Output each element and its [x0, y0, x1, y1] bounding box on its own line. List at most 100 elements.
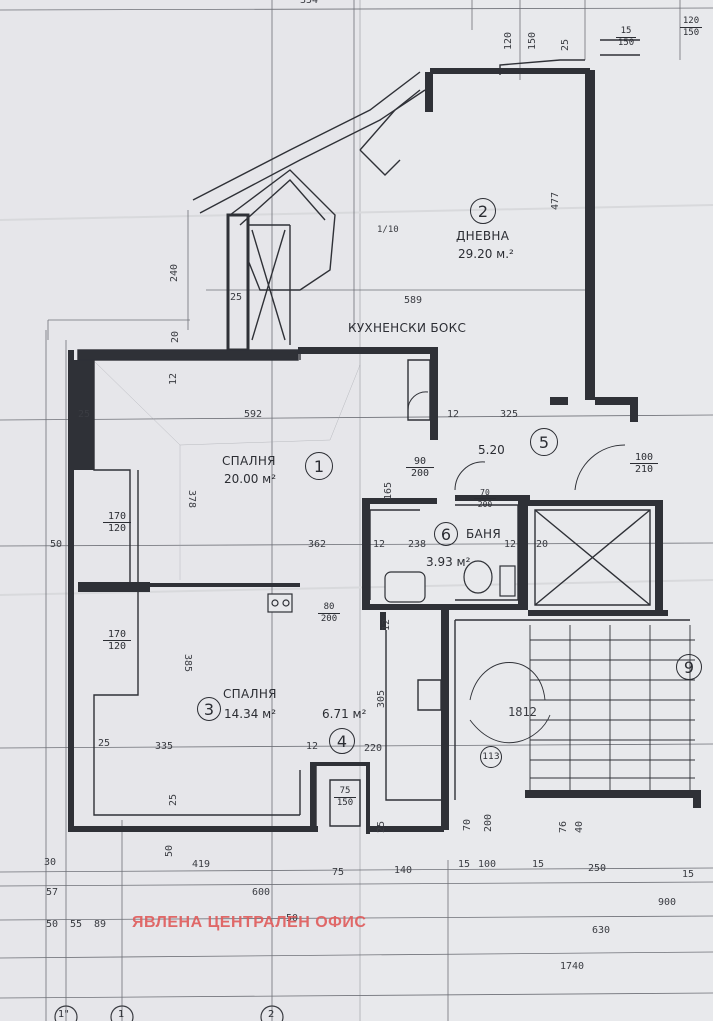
- room-number-6: 6: [434, 522, 458, 546]
- window-size-9-bottom: 150: [617, 38, 635, 48]
- dim-100-b: 100: [478, 859, 497, 870]
- door-size-7-top: 80: [318, 602, 340, 614]
- dim-250: 250: [588, 863, 607, 874]
- dim-325: 325: [500, 409, 519, 420]
- door-size-3-top: 90: [406, 456, 434, 468]
- door-size-4: 100 210: [630, 452, 658, 475]
- room-area-living: 29.20 м.²: [458, 247, 514, 261]
- dim-30: 30: [44, 857, 57, 868]
- door-size-5: 70 200: [474, 487, 496, 510]
- window-size-2-bottom: 120: [107, 641, 127, 652]
- room-area-bath: 3.93 м²: [426, 555, 471, 569]
- window-size-6-top: 75: [334, 786, 356, 798]
- room-area-corridor-5: 5.20: [478, 443, 505, 457]
- dim-385: 385: [182, 653, 194, 673]
- room-name-bedroom-3: СПАЛНЯ: [223, 687, 277, 701]
- dim-362: 362: [308, 539, 327, 550]
- dim-12-b: 12: [447, 409, 460, 420]
- dim-55: 55: [70, 919, 83, 930]
- dim-76: 76: [558, 820, 570, 834]
- window-size-1-bottom: 120: [107, 523, 127, 534]
- door-size-4-top: 100: [630, 452, 658, 464]
- window-size-2: 170 120: [103, 629, 131, 652]
- agency-watermark: ЯВЛЕНА ЦЕНТРАЛЕН ОФИС: [132, 914, 367, 931]
- room-number-1: 1: [305, 452, 333, 480]
- dim-50-b: 50: [46, 919, 59, 930]
- dim-220: 220: [364, 743, 383, 754]
- dim-15-d: 15: [682, 869, 695, 880]
- room-number-3: 3: [197, 697, 221, 721]
- dim-354: 354: [300, 0, 319, 6]
- dim-120-vertical: 120: [503, 31, 515, 51]
- window-size-9-top: 15: [616, 26, 636, 38]
- dim-89: 89: [94, 919, 107, 930]
- dim-12-a: 12: [168, 372, 180, 386]
- dim-25-d: 25: [168, 793, 180, 807]
- dim-378: 378: [186, 489, 198, 509]
- dim-240: 240: [169, 263, 181, 283]
- dim-25-a: 25: [230, 292, 243, 303]
- door-size-7: 80 200: [318, 602, 340, 625]
- dim-15-b: 15: [458, 859, 471, 870]
- kitchen-box-label: КУХНЕНСКИ БОКС: [348, 321, 467, 335]
- dim-477: 477: [550, 191, 562, 211]
- door-size-7-bottom: 200: [320, 614, 338, 624]
- dim-900: 900: [658, 897, 677, 908]
- room-area-bedroom-1: 20.00 м²: [224, 472, 277, 486]
- axis-label-1: 1: [118, 1009, 125, 1020]
- room-area-bedroom-3: 14.34 м²: [224, 707, 277, 721]
- dim-50: 50: [50, 539, 63, 550]
- dim-150-vertical: 150: [527, 31, 539, 51]
- window-size-8: 120 150: [680, 16, 702, 39]
- door-size-3-bottom: 200: [410, 468, 430, 479]
- dim-25-b: 25: [78, 409, 91, 420]
- door-size-4-bottom: 210: [634, 464, 654, 475]
- dim-75: 75: [332, 867, 345, 878]
- dim-335: 335: [155, 741, 174, 752]
- dim-589: 589: [404, 295, 423, 306]
- window-size-1: 170 120: [103, 511, 131, 534]
- dim-305: 305: [376, 689, 388, 709]
- dim-57: 57: [46, 887, 59, 898]
- room-number-9: 9: [676, 654, 702, 680]
- window-size-1-top: 170: [103, 511, 131, 523]
- dim-40: 40: [574, 820, 586, 834]
- window-size-6: 75 150: [334, 786, 356, 809]
- window-size-8-top: 120: [680, 16, 702, 28]
- dim-25-e: 25: [376, 820, 388, 834]
- dim-165: 165: [383, 481, 395, 501]
- dim-1740: 1740: [560, 961, 585, 972]
- room-area-hall-4: 6.71 м²: [322, 707, 367, 721]
- dim-12-e: 12: [306, 741, 319, 752]
- dim-12-c: 12: [373, 539, 386, 550]
- door-size-5-bottom: 200: [477, 500, 493, 509]
- door-size-5-top: 70: [474, 487, 496, 499]
- dim-50-c: 50: [286, 913, 299, 924]
- dim-419: 419: [192, 859, 211, 870]
- dim-600: 600: [252, 887, 271, 898]
- room-name-bedroom-1: СПАЛНЯ: [222, 454, 276, 468]
- dim-25-top: 25: [560, 38, 572, 52]
- dim-592: 592: [244, 409, 263, 420]
- bay-label: 1/10: [377, 225, 399, 235]
- dim-25-c: 25: [98, 738, 111, 749]
- dim-238: 238: [408, 539, 427, 550]
- axis-label-2: 2: [268, 1009, 275, 1020]
- dim-140: 140: [394, 865, 413, 876]
- dim-70: 70: [462, 818, 474, 832]
- window-size-6-bottom: 150: [336, 798, 354, 808]
- window-size-9: 15 150: [616, 26, 636, 49]
- dim-12-d: 12: [504, 539, 517, 550]
- dim-50-r: 50: [164, 844, 176, 858]
- stair-sub-circle: 113: [480, 746, 502, 768]
- room-number-2: 2: [470, 198, 496, 224]
- dim-630: 630: [592, 925, 611, 936]
- dim-20-b: 20: [536, 539, 549, 550]
- dim-15-c: 15: [532, 859, 545, 870]
- dim-20-a: 20: [170, 330, 182, 344]
- axis-label-1-prime: 1": [58, 1009, 69, 1020]
- window-size-2-top: 170: [103, 629, 131, 641]
- dim-200-d: 200: [483, 813, 495, 833]
- window-size-8-bottom: 150: [682, 28, 700, 38]
